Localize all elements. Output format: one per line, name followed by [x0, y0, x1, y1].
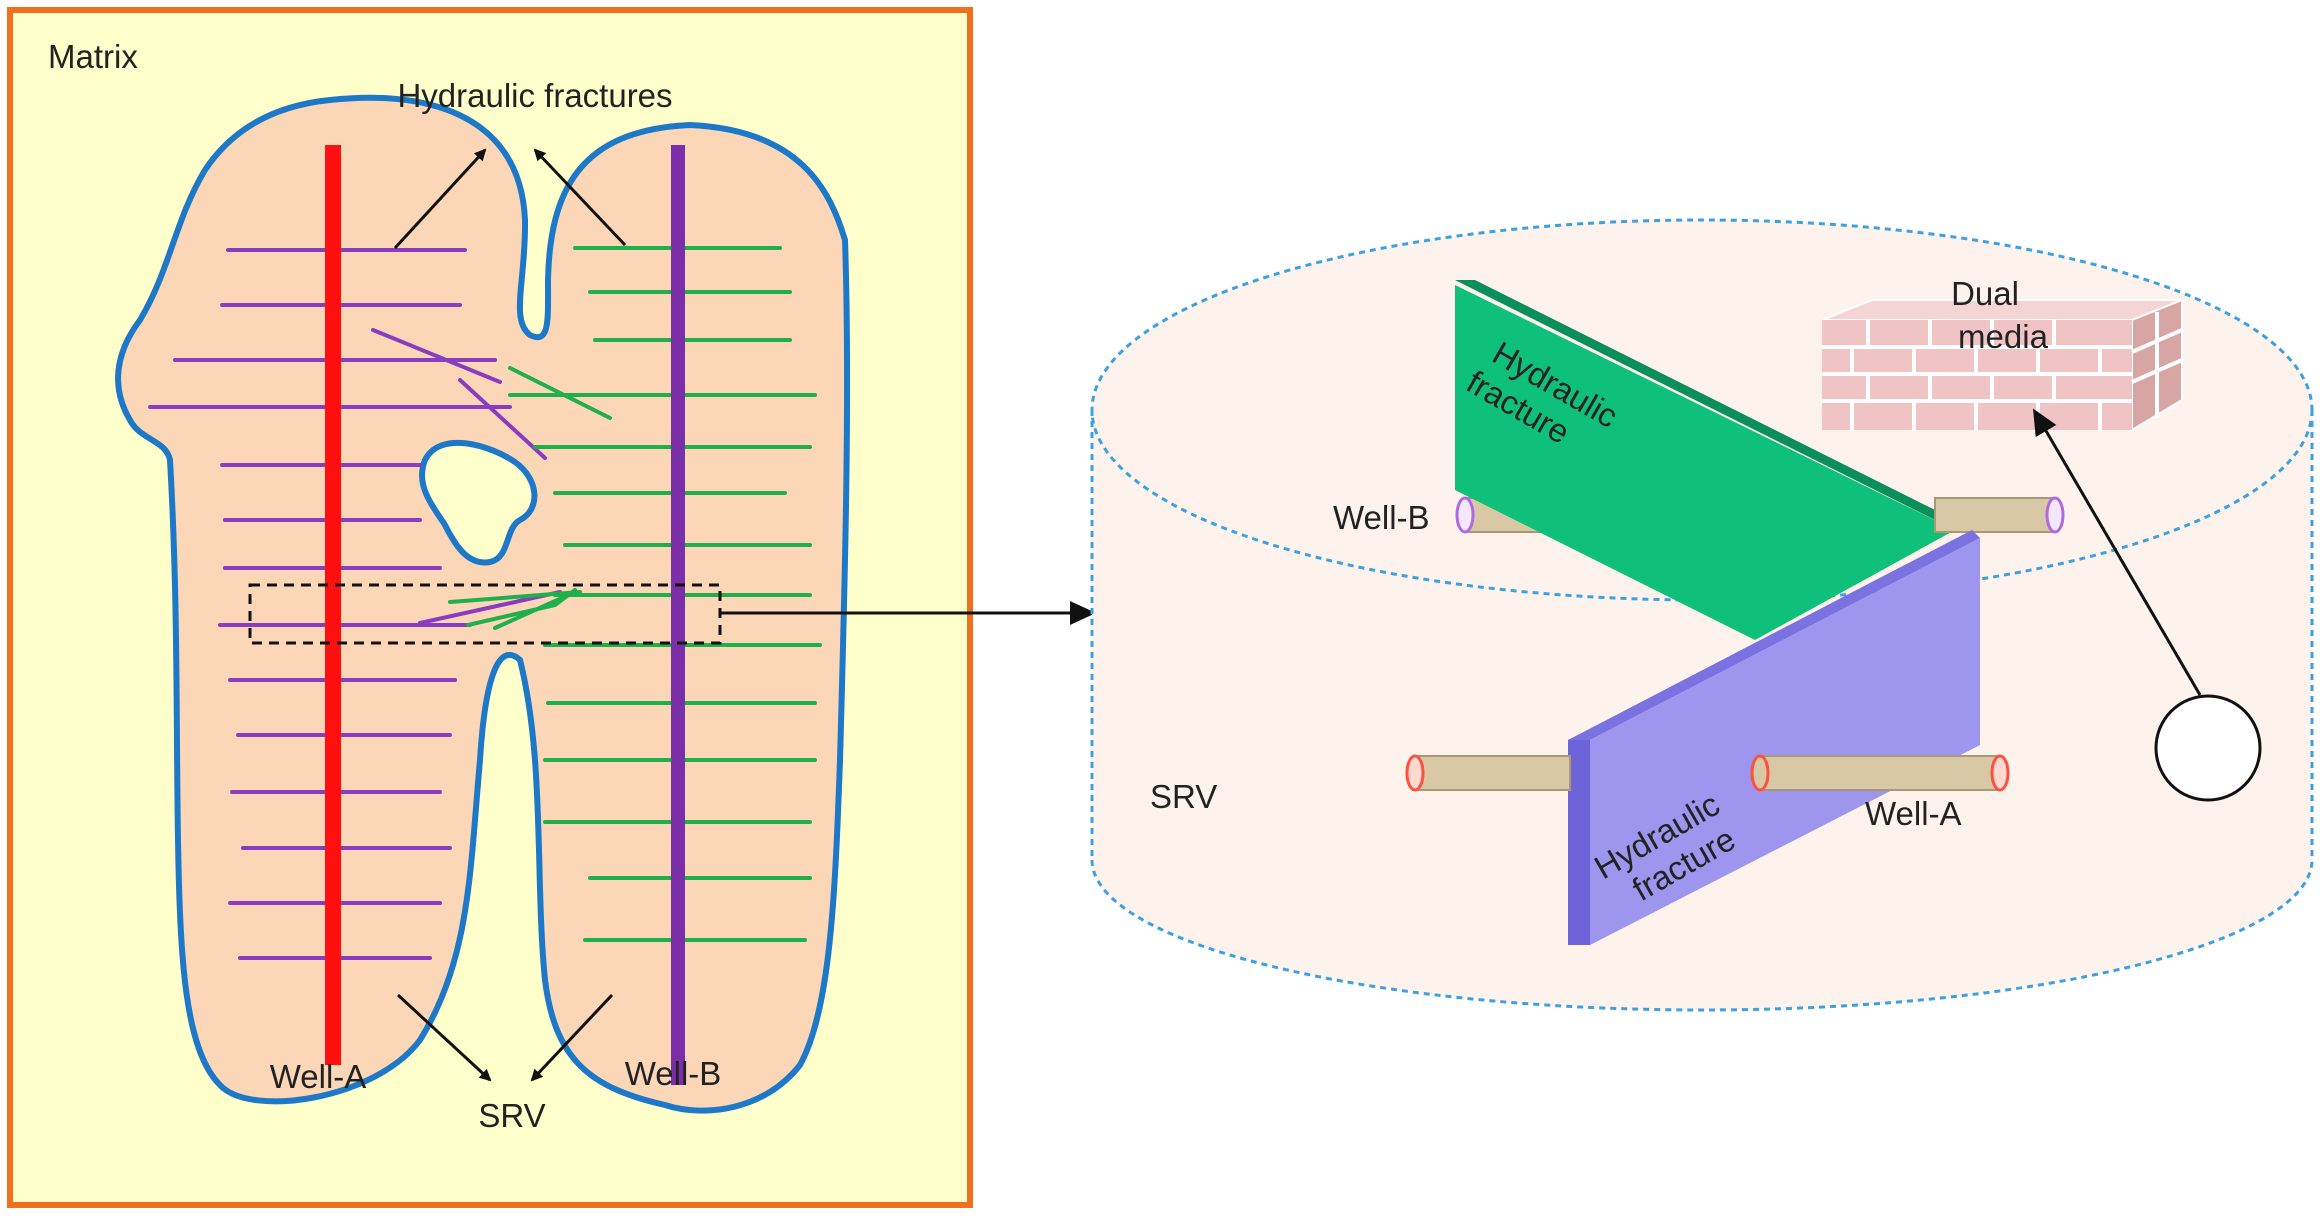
arrow-to-srv-left: [396, 993, 492, 1082]
fracture-line: [458, 378, 547, 460]
well-a-label-right: Well-A: [1865, 795, 1962, 832]
srv-label-left: SRV: [478, 1097, 545, 1134]
fracture-line: [466, 588, 577, 627]
srv-hole: [419, 439, 538, 566]
fracture-line: [371, 328, 502, 384]
well-b-fractures: [448, 246, 822, 942]
green-fracture-plane-edge: [1455, 280, 1975, 530]
well-a-pipe-left: [1405, 754, 1571, 792]
right-panel: Dual media Hydrauli: [1090, 218, 2314, 1012]
fracture-line: [448, 590, 582, 604]
arrow-to-fractures-right: [533, 148, 627, 247]
srv-cylinder-bottom: [1090, 859, 2314, 1012]
well-a-label: Well-A: [270, 1058, 367, 1095]
hydraulic-fractures-label: Hydraulic fractures: [397, 77, 672, 114]
dual-media-label-line2: media: [1958, 318, 2049, 355]
well-a-pipe-right: [1750, 754, 2010, 792]
matrix-label: Matrix: [48, 38, 138, 75]
arrow-to-dual-media: [2032, 408, 2202, 696]
well-b-label: Well-B: [625, 1055, 722, 1092]
srv-region: [115, 94, 851, 1114]
purple-fracture-plane-top-edge: [1568, 530, 1980, 740]
purple-fracture-plane: [1590, 538, 1980, 945]
zoom-circle: [2154, 694, 2262, 802]
green-fracture-plane: [1455, 285, 1955, 640]
srv-label-right: SRV: [1150, 778, 1217, 815]
well-b-pipe-right: [1934, 496, 2065, 534]
well-b-label-right: Well-B: [1333, 499, 1430, 536]
dual-media-label-line1: Dual: [1951, 275, 2019, 312]
fracture-line: [508, 366, 612, 420]
arrow-to-srv-right: [530, 993, 614, 1082]
dual-media-block: [1821, 298, 2183, 432]
left-panel: Matrix: [7, 7, 973, 1208]
arrow-to-fractures-left: [393, 148, 487, 250]
purple-fracture-plane-side: [1568, 730, 1590, 945]
